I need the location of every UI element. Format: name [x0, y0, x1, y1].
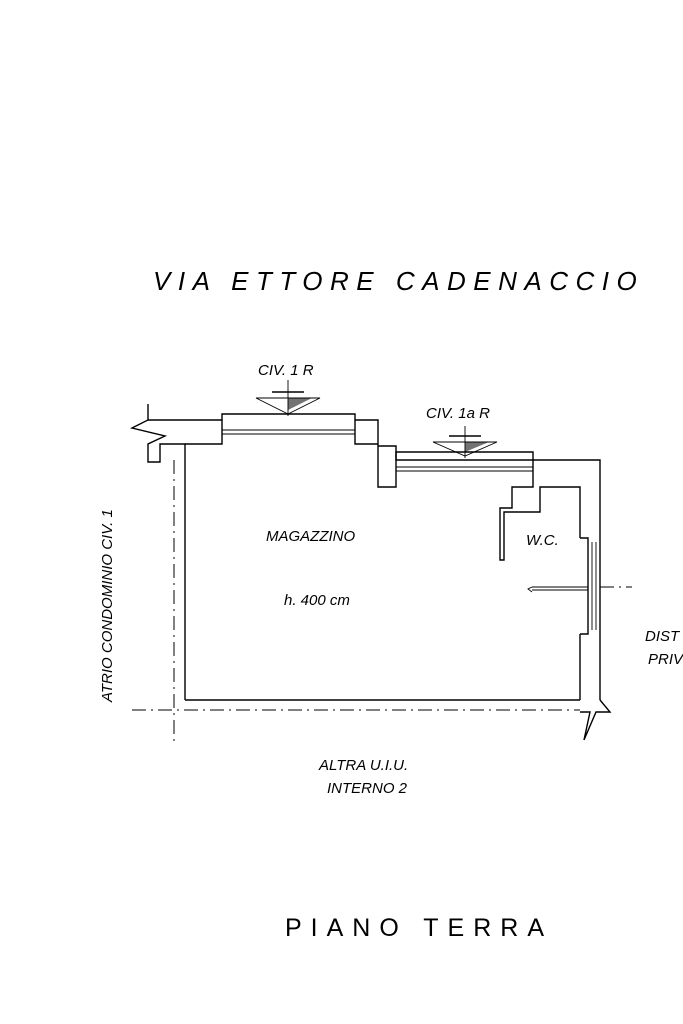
- entrance-2-label: CIV. 1a R: [426, 405, 490, 422]
- floor-label: PIANO TERRA: [285, 914, 553, 942]
- axis-lines: [132, 460, 632, 742]
- entrance-marker-1: [255, 380, 321, 416]
- walls: [129, 404, 612, 741]
- wc-label: W.C.: [526, 532, 559, 549]
- street-label: VIA ETTORE CADENACCIO: [153, 266, 644, 296]
- room-name: MAGAZZINO: [266, 528, 355, 545]
- entrance-marker-2: [432, 426, 498, 458]
- right-label-line1: DIST: [645, 628, 681, 645]
- left-label: ATRIO CONDOMINIO CIV. 1: [99, 509, 116, 703]
- room-height: h. 400 cm: [284, 592, 350, 609]
- bottom-label-line1: ALTRA U.I.U.: [318, 757, 408, 774]
- right-label-line2: PRIV: [648, 651, 683, 668]
- bottom-label-line2: INTERNO 2: [327, 780, 408, 797]
- entrance-1-label: CIV. 1 R: [258, 362, 314, 379]
